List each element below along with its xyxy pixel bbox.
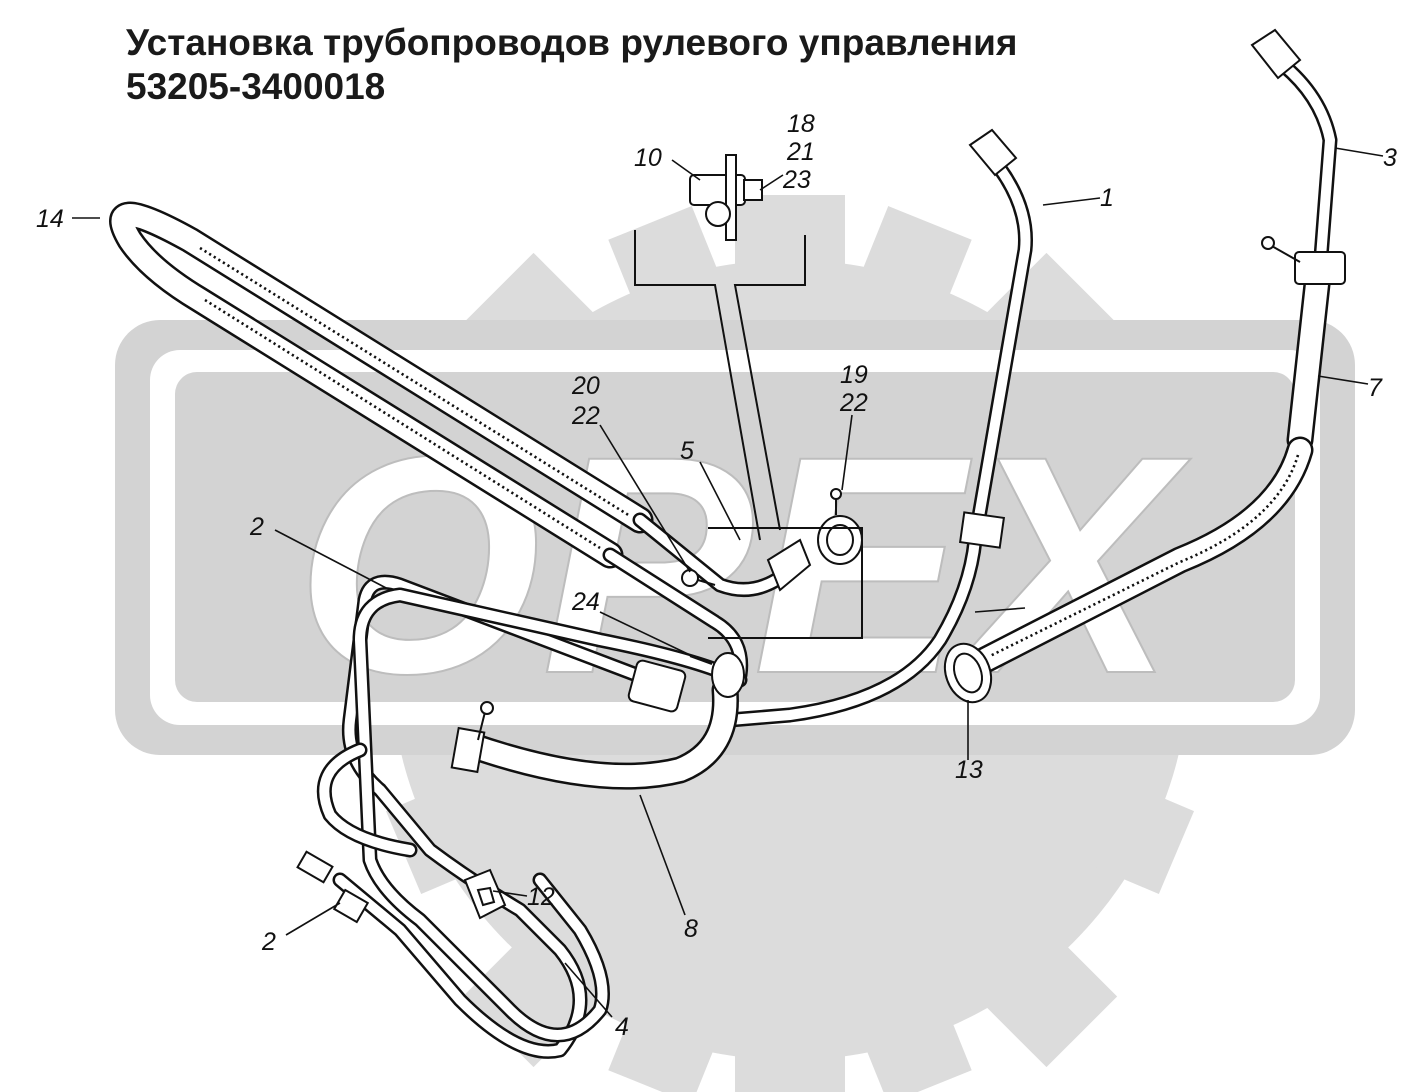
callout-23: 23	[782, 166, 811, 194]
pipe-1	[722, 128, 1033, 728]
callout-7: 7	[1368, 374, 1383, 402]
callout-3: 3	[1383, 144, 1397, 172]
callout-12: 12	[527, 883, 555, 911]
diagram-title-line1: Установка трубопроводов рулевого управле…	[126, 22, 1017, 63]
leader-lines	[72, 147, 1384, 1018]
callout-1: 1	[1100, 184, 1114, 212]
fitting-2	[296, 850, 370, 924]
hose-8	[450, 676, 739, 790]
callout-24: 24	[571, 588, 600, 616]
callout-4: 4	[615, 1013, 629, 1041]
callout-19: 19	[840, 361, 868, 389]
callout-13: 13	[955, 756, 983, 784]
clamp-7-bolt	[1261, 236, 1301, 263]
hose-13	[943, 436, 1314, 704]
diagram-title-line2: 53205-3400018	[126, 66, 385, 107]
detail-10	[634, 154, 806, 541]
callout-2-lower: 2	[261, 928, 276, 956]
clamp-12	[463, 868, 507, 920]
callout-18: 18	[787, 110, 815, 138]
clamp-24	[689, 652, 745, 698]
callout-2-upper: 2	[249, 513, 264, 541]
callout-20: 20	[571, 372, 600, 400]
callout-14: 14	[36, 205, 64, 233]
clamp-8-bolt	[477, 701, 494, 741]
callout-21: 21	[786, 138, 815, 166]
callout-22-left: 22	[571, 402, 600, 430]
pipe-4	[316, 587, 748, 1043]
pipe-3	[1250, 28, 1338, 278]
callout-8: 8	[684, 915, 698, 943]
callout-22-right: 22	[839, 389, 868, 417]
callout-5: 5	[680, 437, 694, 465]
clamp-20	[681, 569, 716, 587]
nozzle-5	[766, 538, 812, 592]
callout-10: 10	[634, 144, 662, 172]
hose-7	[1286, 251, 1346, 454]
detail-box-5	[708, 527, 863, 639]
